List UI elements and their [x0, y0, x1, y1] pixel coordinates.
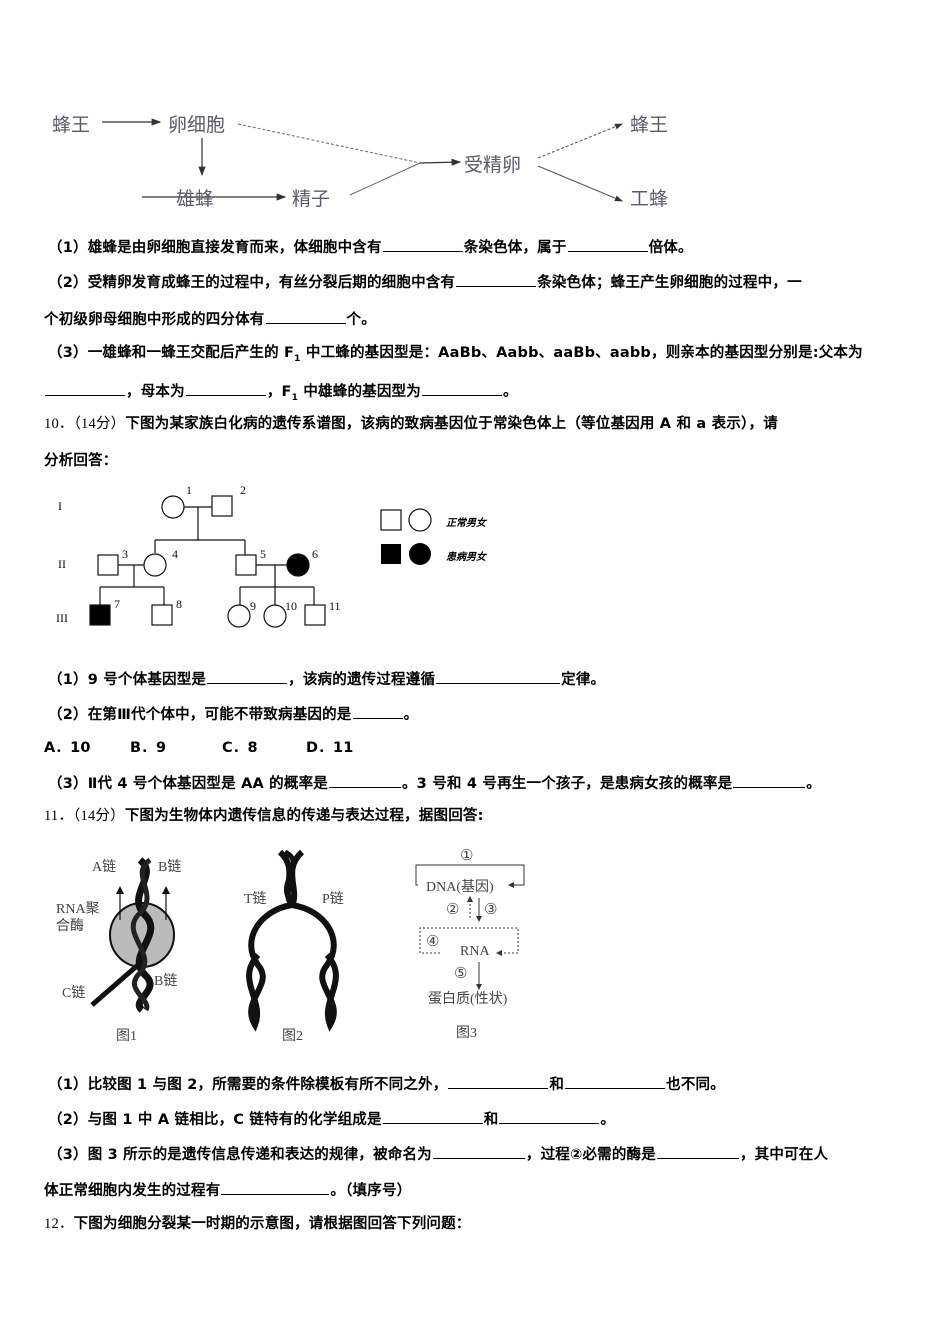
individual-label: 7 [114, 597, 120, 611]
process-3-label: ③ [484, 902, 498, 918]
node-egg-cell: 卵细胞 [168, 114, 226, 136]
figure-1-transcription: A链 B链 RNA聚 合酶 C链 B链 图1 [50, 840, 200, 1050]
node-zygote: 受精卵 [464, 154, 522, 176]
pedigree-lines [89, 495, 326, 628]
node-worker: 工蜂 [630, 188, 669, 210]
label-t-chain: T链 [244, 892, 267, 907]
label-b-chain-top: B链 [158, 860, 182, 875]
answer-blank[interactable] [656, 1143, 739, 1159]
answer-blank[interactable] [265, 308, 346, 324]
q9-sub3: （3）一雄蜂和一蜂王交配后产生的 F1 中工蜂的基因型是：AaBb、Aabb、a… [48, 345, 863, 364]
label-b-chain-bottom: B链 [154, 974, 178, 989]
process-2-label: ② [446, 902, 460, 918]
flow-arrows [102, 118, 623, 202]
answer-blank[interactable] [45, 380, 125, 396]
figure-2-replication: T链 P链 图2 [230, 840, 370, 1050]
q10-sub1: （1）9 号个体基因型是，该病的遗传过程遵循定律。 [48, 668, 605, 690]
answer-blank[interactable] [448, 1073, 549, 1089]
label-a-chain: A链 [92, 860, 117, 875]
option-b[interactable]: B．9 [130, 740, 167, 756]
protein-trait-label: 蛋白质(性状) [428, 992, 508, 1007]
answer-blank[interactable] [382, 1108, 483, 1124]
node-queen: 蜂王 [52, 114, 91, 136]
answer-blank[interactable] [567, 236, 648, 252]
individual-label: 1 [186, 483, 192, 497]
q11-sub3: （3）图 3 所示的是遗传信息传递和表达的规律，被命名为，过程②必需的酶是，其中… [48, 1143, 828, 1165]
individual-label: 2 [240, 483, 246, 497]
answer-blank[interactable] [382, 236, 463, 252]
node-drone: 雄蜂 [176, 188, 215, 210]
process-4-label: ④ [426, 934, 440, 950]
answer-blank[interactable] [185, 380, 266, 396]
bee-reproduction-diagram: 蜂王 卵细胞 雄蜂 精子 受精卵 蜂王 工蜂 [40, 100, 700, 220]
process-5-label: ⑤ [454, 966, 468, 982]
rna-label: RNA [460, 944, 490, 959]
option-c[interactable]: C．8 [222, 740, 258, 756]
answer-blank[interactable] [421, 380, 502, 396]
pedigree-chart: I II III 1 2 3 4 5 6 7 8 9 10 11 [40, 475, 341, 645]
q9-sub1: （1）雄蜂是由卵细胞直接发育而来，体细胞中含有条染色体，属于倍体。 [48, 236, 693, 258]
figure-1-caption: 图1 [116, 1029, 137, 1044]
q11-sub1: （1）比较图 1 与图 2，所需要的条件除模板有所不同之外，和也不同。 [48, 1073, 725, 1095]
q10-sub3: （3）Ⅱ代 4 号个体基因型是 AA 的概率是。3 号和 4 号再生一个孩子，是… [48, 772, 821, 794]
pedigree-legend: 正常男女 患病男女 [378, 505, 518, 575]
individual-label: 3 [122, 547, 128, 561]
figure-2-caption: 图2 [282, 1029, 303, 1044]
process-1-label: ① [460, 848, 474, 864]
q11-stem: 11．（14分）下图为生物体内遗传信息的传递与表达过程，据图回答: [44, 808, 484, 824]
individual-label: 4 [172, 547, 178, 561]
q9-sub2: （2）受精卵发育成蜂王的过程中，有丝分裂后期的细胞中含有条染色体；蜂王产生卵细胞… [48, 271, 802, 293]
answer-blank[interactable] [221, 1179, 330, 1195]
q11-sub3-cont: 体正常细胞内发生的过程有。（填序号） [44, 1179, 411, 1201]
answer-blank[interactable] [499, 1108, 600, 1124]
figure-3-caption: 图3 [456, 1026, 477, 1041]
legend-normal-label: 正常男女 [446, 518, 486, 529]
legend-symbols [380, 508, 432, 565]
answer-blank[interactable] [456, 271, 537, 287]
label-c-chain: C链 [62, 986, 86, 1001]
legend-affected-label: 患病男女 [446, 552, 486, 563]
figure-3-central-dogma: ① DNA(基因) ② ③ ④ RNA ⑤ 蛋白质(性状) 图3 [400, 840, 540, 1050]
q10-options: A．10 B．9 C．8 D．11 [44, 738, 354, 758]
individual-label: 11 [329, 599, 341, 613]
individual-label: 9 [250, 599, 256, 613]
dna-replication-drawing [246, 849, 339, 1032]
generation-label: I [58, 499, 62, 513]
dna-gene-label: DNA(基因) [426, 880, 494, 895]
answer-blank[interactable] [352, 703, 403, 719]
answer-blank[interactable] [733, 772, 806, 788]
answer-blank[interactable] [328, 772, 401, 788]
central-dogma-arrows [415, 864, 525, 990]
q9-sub2-cont: 个初级卵母细胞中形成的四分体有个。 [44, 308, 376, 330]
individual-label: 5 [260, 547, 266, 561]
answer-blank[interactable] [432, 1143, 525, 1159]
node-queen-offspring: 蜂王 [630, 114, 669, 136]
q10-sub2: （2）在第Ⅲ代个体中，可能不带致病基因的是。 [48, 703, 418, 725]
generation-label: III [56, 611, 68, 625]
answer-blank[interactable] [436, 668, 561, 684]
generation-label: II [58, 557, 66, 571]
q10-stem: 10．（14分）下图为某家族白化病的遗传系谱图，该病的致病基因位于常染色体上（等… [44, 416, 778, 432]
answer-blank[interactable] [565, 1073, 666, 1089]
individual-label: 8 [176, 597, 182, 611]
option-d[interactable]: D．11 [306, 740, 354, 756]
individual-label: 6 [312, 547, 318, 561]
label-rna-polymerase-2: 合酶 [56, 919, 84, 934]
node-sperm: 精子 [292, 188, 331, 210]
label-p-chain: P链 [322, 892, 344, 907]
dna-transcription-drawing [90, 857, 175, 1013]
q9-sub3-cont: ，母本为，F1 中雄蜂的基因型为。 [44, 380, 518, 408]
individual-label: 10 [285, 599, 297, 613]
q10-stem-cont: 分析回答： [44, 453, 118, 469]
label-rna-polymerase-1: RNA聚 [56, 902, 100, 917]
q11-sub2: （2）与图 1 中 A 链相比，C 链特有的化学组成是和。 [48, 1108, 615, 1130]
option-a[interactable]: A．10 [44, 740, 91, 756]
q12-stem: 12．下图为细胞分裂某一时期的示意图，请根据图回答下列问题： [44, 1216, 471, 1232]
answer-blank[interactable] [207, 668, 288, 684]
